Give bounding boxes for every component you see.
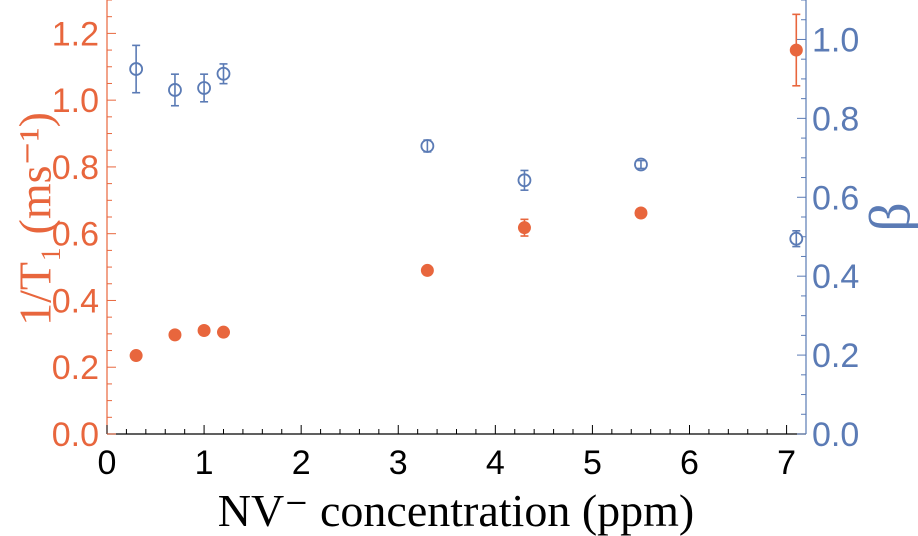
left-tick-label: 0.8 [52,149,99,187]
series-right-beta [129,44,804,248]
x-tick-label: 0 [98,444,117,482]
y-axis-label-right: β [857,202,918,232]
right-tick-label: 0.2 [812,337,859,375]
x-tick-label: 5 [583,444,602,482]
right-y-ticks: 0.0 0.2 0.4 0.6 0.8 1.0 [797,0,859,454]
x-tick-label: 2 [292,444,311,482]
data-point [216,66,231,81]
y-axis-label-left: 1/T₁ (ms⁻¹) [10,112,61,326]
left-tick-label: 0.0 [52,416,99,454]
data-point [634,157,648,172]
x-axis-label: NV⁻ concentration (ppm) [218,485,694,536]
data-point [197,324,211,338]
data-point [517,173,532,188]
data-point [789,231,804,246]
left-tick-label: 0.4 [52,282,99,320]
x-ticks: 0 1 2 3 4 5 6 7 [98,425,796,482]
x-tick-label: 4 [486,444,505,482]
left-tick-label: 1.2 [52,15,99,53]
x-tick-label: 3 [389,444,408,482]
right-tick-label: 0.4 [812,258,859,296]
x-tick-label: 1 [195,444,214,482]
data-point [168,83,182,97]
right-tick-label: 1.0 [812,21,859,59]
right-tick-label: 0.8 [812,100,859,138]
data-point [789,43,803,57]
data-point [168,328,182,342]
data-point [420,139,435,153]
data-point [129,62,144,76]
left-tick-label: 0.6 [52,216,99,254]
data-point [420,263,434,277]
data-point [517,221,531,235]
left-tick-label: 1.0 [52,82,99,120]
left-tick-label: 0.2 [52,349,99,387]
left-y-ticks: 0.0 0.2 0.4 0.6 0.8 1.0 1.2 [52,0,116,454]
series-left-rate [129,13,803,363]
right-tick-label: 0.6 [812,179,859,217]
data-point [197,81,211,95]
data-point [634,206,648,220]
right-tick-label: 0.0 [812,416,859,454]
data-point [129,349,143,363]
data-point [217,325,230,339]
x-tick-label: 6 [680,444,699,482]
data-series [129,13,804,363]
x-tick-label: 7 [777,444,796,482]
